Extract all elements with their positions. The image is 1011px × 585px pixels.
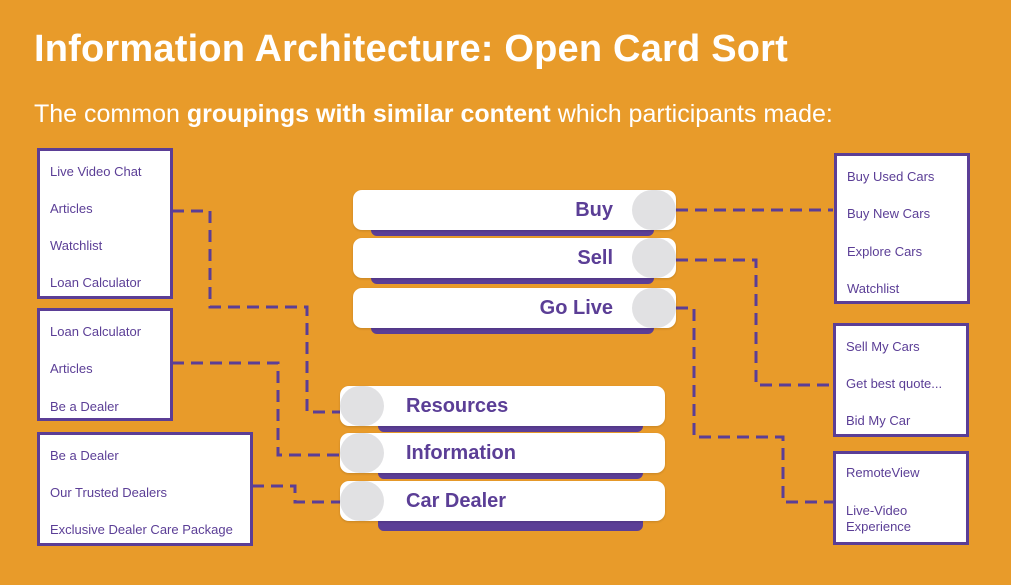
card-item: Explore Cars: [847, 244, 923, 259]
card-item: Live Video Chat: [50, 164, 142, 179]
card-item: Loan Calculator: [50, 324, 142, 339]
right-card-2: Sell My Cars Get best quote... Bid My Ca…: [833, 323, 969, 437]
card-item: Articles: [50, 361, 93, 376]
connector-left-2-information: [172, 361, 340, 457]
subtitle-post: which participants made:: [550, 100, 833, 128]
subtitle-bold: groupings with similar content: [186, 100, 551, 128]
toggle-knob-icon: [340, 386, 384, 426]
card-item: RemoteView: [846, 465, 920, 480]
category-information: Information: [340, 433, 665, 479]
connector-golive-right-3: [676, 306, 833, 504]
card-item: Watchlist: [847, 281, 900, 296]
right-card-1: Buy Used Cars Buy New Cars Explore Cars …: [834, 153, 970, 304]
card-item: Loan Calculator: [50, 275, 142, 290]
card-item: Exclusive Dealer Care Package: [50, 522, 233, 537]
left-card-3: Be a Dealer Our Trusted Dealers Exclusiv…: [37, 432, 253, 546]
left-card-1: Live Video Chat Articles Watchlist Loan …: [37, 148, 173, 299]
card-item: Our Trusted Dealers: [50, 485, 168, 500]
category-label: Sell: [577, 247, 613, 269]
category-sell: Sell: [353, 238, 676, 284]
category-label: Information: [406, 442, 516, 464]
toggle-knob-icon: [340, 481, 384, 521]
left-card-2: Loan Calculator Articles Be a Dealer: [37, 308, 173, 421]
category-label: Buy: [575, 199, 613, 221]
category-label: Go Live: [539, 297, 613, 319]
category-buy: Buy: [353, 190, 676, 236]
card-item: Get best quote...: [846, 376, 943, 391]
card-item: Buy Used Cars: [847, 169, 935, 184]
subtitle-pre: The common: [34, 100, 187, 128]
category-label: Resources: [406, 395, 509, 417]
category-car-dealer: Car Dealer: [340, 481, 665, 531]
connector-sell-right-2: [676, 258, 833, 387]
toggle-knob-icon: [632, 288, 676, 328]
card-item: Bid My Car: [846, 413, 911, 428]
card-item: Sell My Cars: [846, 339, 920, 354]
card-item: Live-Video Experience: [846, 503, 912, 534]
subtitle: The common groupings with similar conten…: [34, 100, 833, 129]
card-item: Be a Dealer: [50, 448, 119, 463]
card-item: Buy New Cars: [847, 206, 931, 221]
card-item: Watchlist: [50, 238, 103, 253]
page-title: Information Architecture: Open Card Sort: [34, 28, 788, 70]
toggle-knob-icon: [632, 190, 676, 230]
card-item: Be a Dealer: [50, 399, 119, 414]
right-card-3: RemoteView Live-Video Experience: [833, 451, 969, 545]
toggle-knob-icon: [340, 433, 384, 473]
connector-left-1-resources: [172, 209, 342, 414]
card-item: Articles: [50, 201, 93, 216]
category-go-live: Go Live: [353, 288, 676, 334]
connector-left-3-car-dealer: [252, 484, 340, 504]
category-label: Car Dealer: [406, 490, 507, 512]
toggle-knob-icon: [632, 238, 676, 278]
category-resources: Resources: [340, 386, 665, 432]
